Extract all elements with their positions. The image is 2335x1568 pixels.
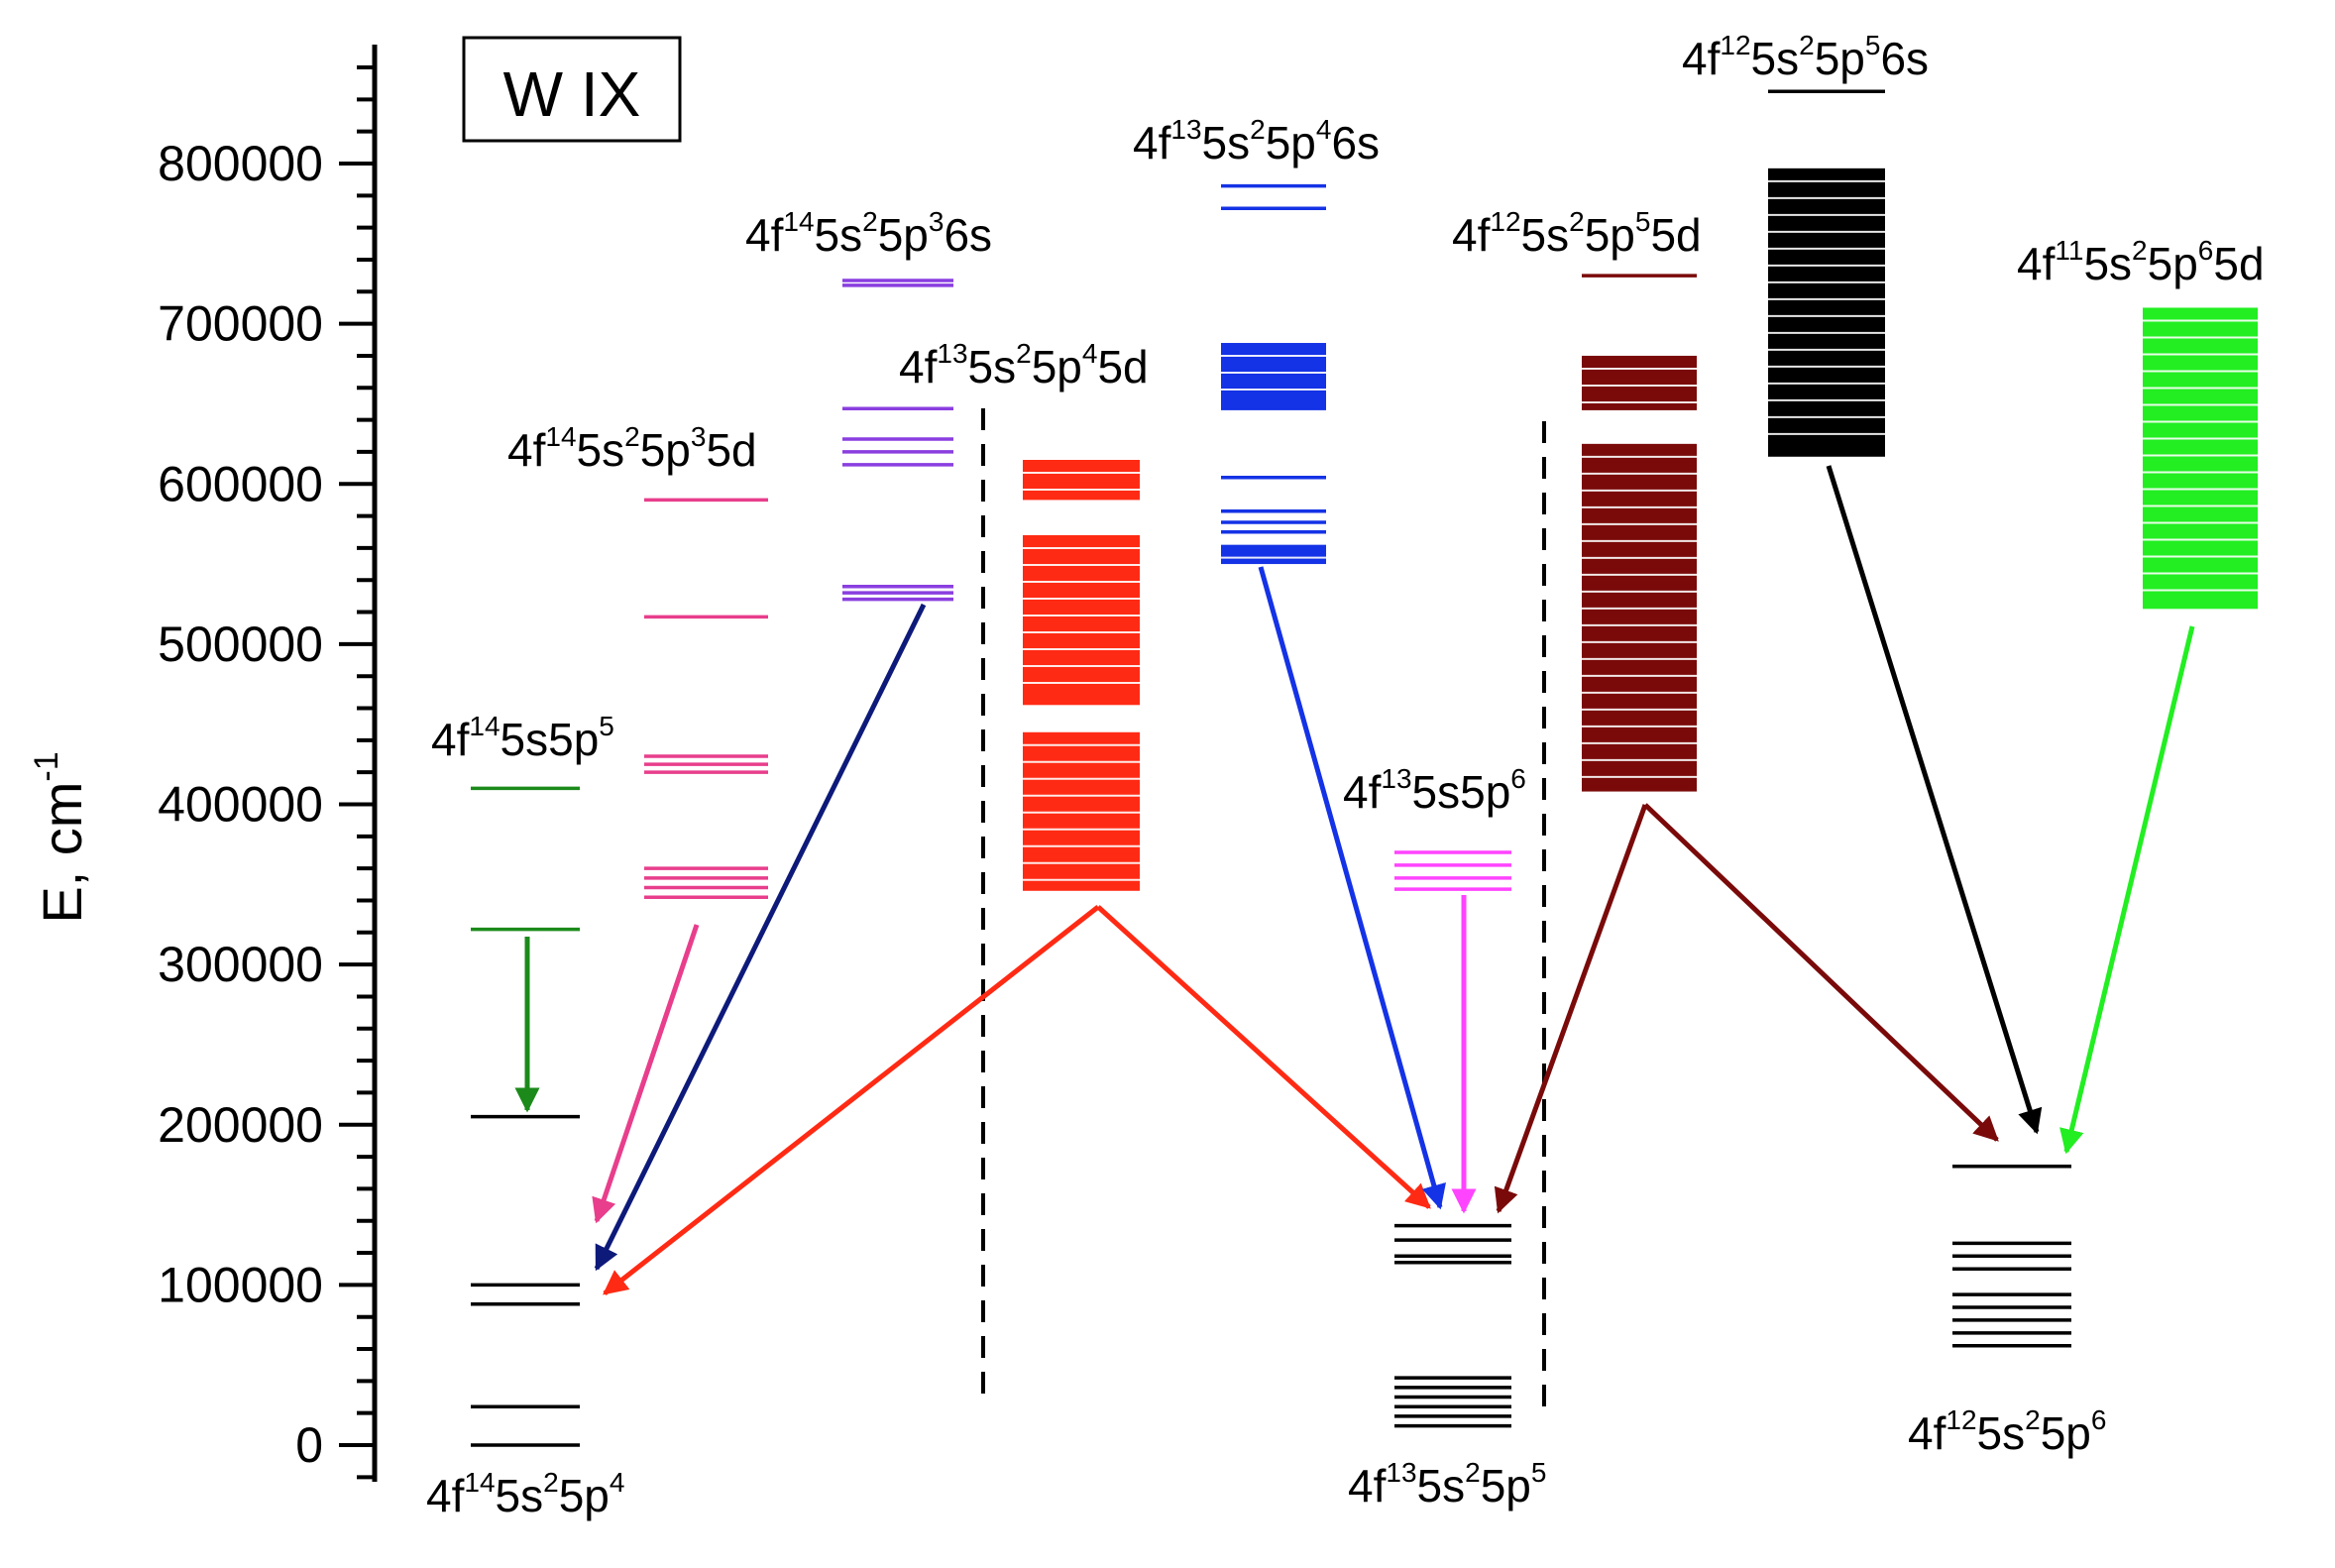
transition-arrow-J-L: [1826, 465, 2043, 1135]
level-band-J: [1768, 168, 1885, 457]
level-band-I: [1582, 443, 1697, 792]
level-band-I: [1582, 355, 1697, 410]
configuration-label-C: 4f145s25p35d: [507, 421, 757, 476]
y-axis-label-text: E, cm: [31, 782, 93, 924]
y-tick-label: 0: [295, 1417, 323, 1473]
energy-levels: [471, 89, 2258, 1447]
y-axis: 0 100000 200000 300000 400000 500000 600000 700…: [158, 45, 378, 1482]
configuration-label-L: 4f125s25p6: [1908, 1404, 2106, 1459]
title-box: [462, 36, 682, 143]
transition-arrow-I-H: [1494, 804, 1648, 1214]
transition-arrow-E-H: [1096, 905, 1431, 1209]
y-tick-label: 600000: [158, 456, 323, 511]
svg-text:E, cm-1: E, cm-1: [28, 751, 93, 923]
level-band-F: [1221, 343, 1326, 410]
y-tick-label: 400000: [158, 777, 323, 833]
level-band-K: [2143, 307, 2258, 610]
configuration-label-J: 4f125s25p56s: [1682, 30, 1929, 84]
configuration-label-B: 4f145s5p5: [431, 711, 614, 765]
y-tick-label: 100000: [158, 1257, 323, 1312]
configuration-label-F: 4f135s25p46s: [1133, 114, 1380, 168]
y-tick-label: 500000: [158, 616, 323, 672]
configuration-label-I: 4f125s25p55d: [1452, 206, 1702, 261]
level-band-E: [1023, 460, 1140, 501]
configuration-label-G: 4f135s5p6: [1343, 763, 1526, 818]
level-band-F: [1221, 544, 1326, 565]
y-tick-label: 800000: [158, 136, 323, 191]
transition-arrows: [514, 465, 2195, 1295]
y-axis-label: E, cm-1: [28, 751, 93, 923]
diagram-title: W IX: [503, 58, 641, 130]
transition-arrow-E-A: [603, 905, 1100, 1295]
configuration-label-D: 4f145s25p36s: [745, 206, 992, 261]
configuration-label-K: 4f115s25p65d: [2017, 235, 2265, 289]
transition-arrow-K-L: [2059, 625, 2195, 1155]
configuration-labels: 4f145s25p4 4f145s5p5 4f145s25p35d 4f145s25p…: [426, 30, 2265, 1521]
configuration-label-H: 4f135s25p5: [1348, 1457, 1546, 1512]
y-tick-label: 200000: [158, 1097, 323, 1153]
configuration-label-E: 4f135s25p45d: [899, 338, 1149, 392]
divider-lines: [981, 408, 1546, 1412]
configuration-label-A: 4f145s25p4: [426, 1467, 624, 1521]
transition-arrow-C-A: [592, 924, 700, 1224]
y-tick-label: 700000: [158, 296, 323, 352]
y-tick-label: 300000: [158, 937, 323, 992]
y-axis-label-superscript: -1: [28, 751, 65, 781]
transition-arrow-D-A: [594, 603, 927, 1272]
transition-arrow-I-L: [1643, 803, 1999, 1142]
transition-arrow-F-H: [1258, 566, 1446, 1210]
level-band-E: [1023, 534, 1140, 706]
